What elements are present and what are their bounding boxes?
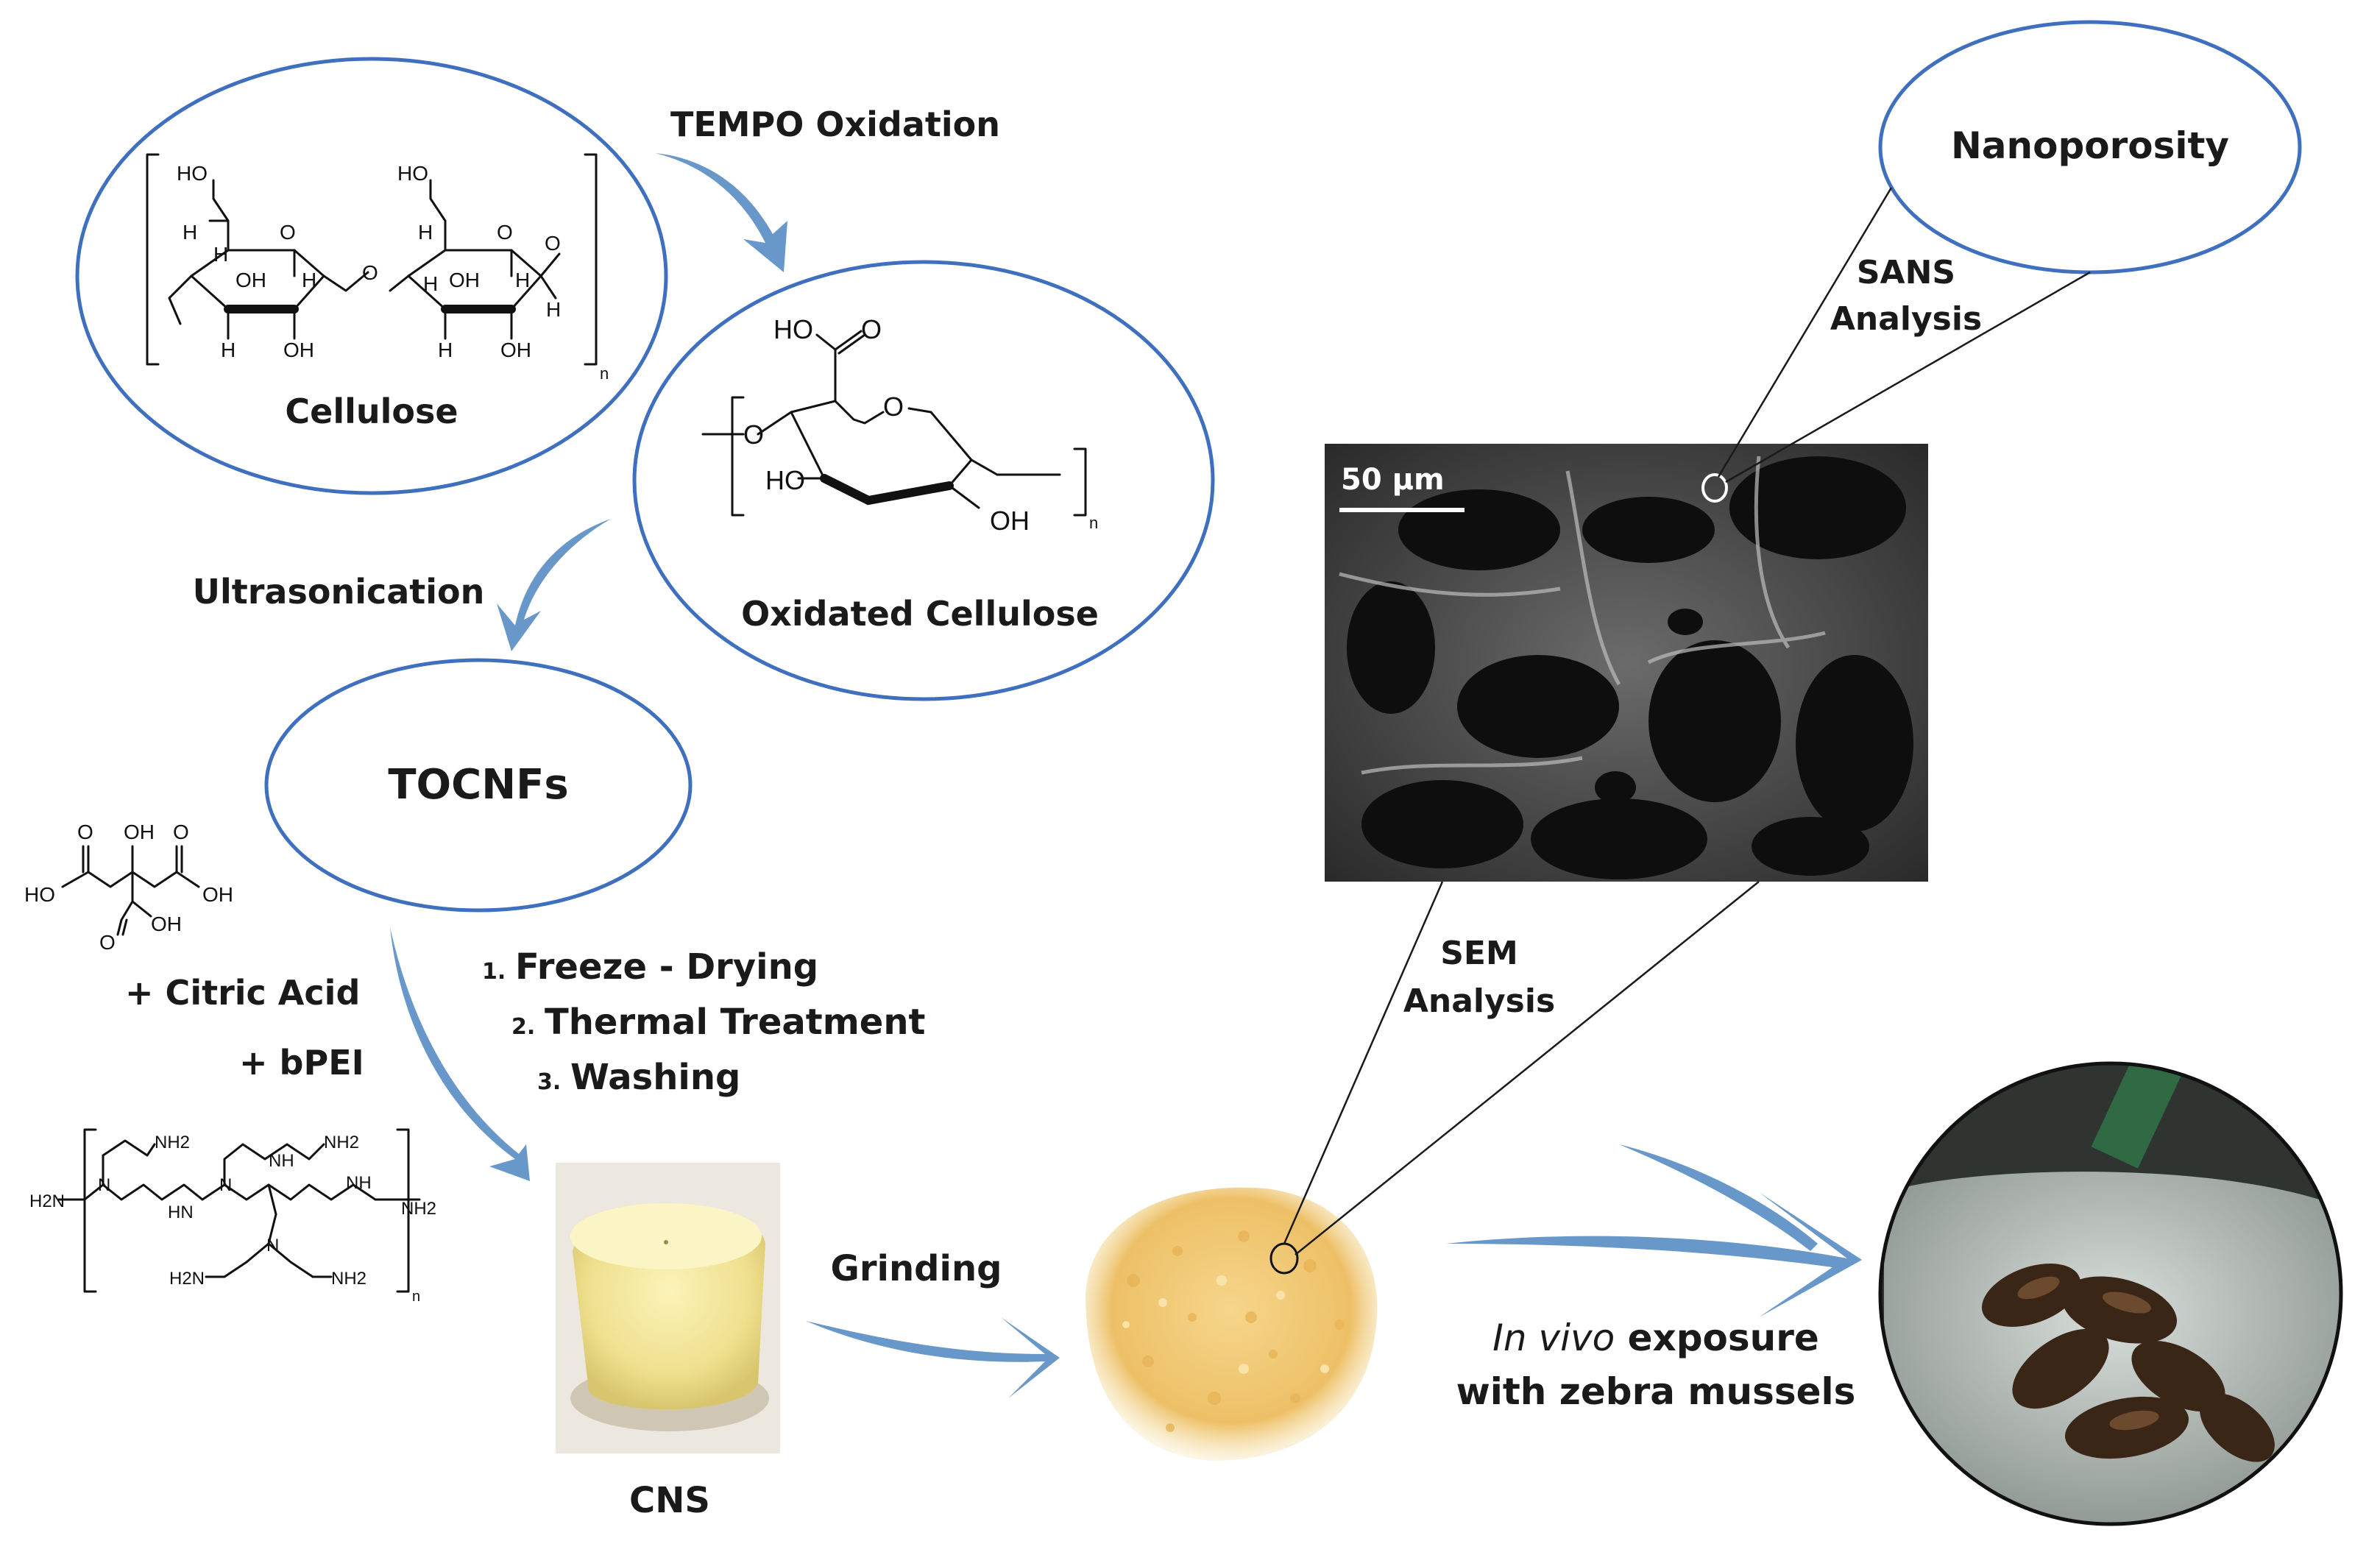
sem-zoom-marker (1701, 473, 1728, 503)
step1-label: Freeze - Drying (515, 946, 818, 988)
nh-label: NH (346, 1173, 372, 1193)
n-subscript: n (1089, 514, 1098, 532)
step1-number: 1. (482, 959, 506, 985)
connector-lines (1283, 187, 2091, 1255)
nh2-label: NH2 (155, 1133, 190, 1152)
oxidated-cellulose-oval (632, 260, 1215, 701)
step2-label: Thermal Treatment (545, 1002, 925, 1043)
ho-label: HO (397, 162, 428, 185)
cellulose-oval (75, 57, 668, 495)
ho-label: HO (24, 883, 55, 906)
h-label: H (213, 243, 228, 266)
o-label: O (883, 392, 904, 422)
exposure-word: exposure (1615, 1317, 1819, 1359)
hn-label: HN (168, 1202, 194, 1222)
o-label: O (497, 221, 513, 244)
sem-analysis-line1: SEM (1440, 935, 1518, 972)
cns-sponge-photo (556, 1163, 780, 1453)
tempo-arrow (655, 153, 787, 272)
oxidated-cellulose-structure: HO O O O HO OH n (701, 314, 1098, 536)
step2-number: 2. (511, 1014, 535, 1040)
oxidated-cellulose-label: Oxidated Cellulose (741, 594, 1099, 634)
step3-label: Washing (570, 1057, 740, 1098)
h-label: H (183, 221, 197, 244)
step3-number: 3. (537, 1069, 561, 1095)
ho-label: HO (773, 314, 813, 344)
tempo-oxidation-label: TEMPO Oxidation (670, 104, 1000, 144)
sem-analysis-line2: Analysis (1403, 982, 1555, 1020)
exposure-arrow (1446, 1144, 1862, 1317)
nanoporosity-label: Nanoporosity (1951, 124, 2229, 167)
citric-acid-label: + Citric Acid (125, 973, 360, 1013)
ultrasonication-arrow (497, 519, 611, 651)
bpei-structure: H2N N NH2 HN N NH NH2 NH NH2 N H2N NH2 n (29, 1128, 436, 1305)
nh2-label: NH2 (331, 1269, 366, 1289)
tocnfs-oval (264, 658, 693, 913)
n-subscript: n (412, 1289, 420, 1305)
oh-label: OH (151, 913, 182, 935)
o-label: O (362, 261, 378, 284)
in-vivo-italic: In vivo (1492, 1317, 1615, 1359)
nh2-label: NH2 (324, 1133, 359, 1152)
oh-label: OH (283, 339, 314, 361)
oh-label: OH (449, 269, 480, 291)
n-subscript: n (600, 364, 609, 383)
o-label: O (173, 821, 189, 843)
grinding-label: Grinding (830, 1248, 1002, 1289)
oh-label: OH (990, 506, 1030, 536)
oh-label: OH (124, 821, 155, 843)
nh2-label: NH2 (401, 1199, 436, 1219)
o-label: O (99, 931, 116, 954)
bpei-label: + bPEI (239, 1043, 364, 1083)
h-label: H (546, 298, 561, 321)
grinding-arrow (806, 1317, 1060, 1398)
h-label: H (438, 339, 453, 361)
cellulose-structure: HO HO O O O O H H OH H H OH H H OH H H O… (146, 153, 609, 383)
h-label: H (515, 269, 530, 291)
h-label: H (418, 221, 433, 244)
n-atom-label: N (98, 1175, 110, 1195)
nh-label: NH (269, 1151, 294, 1171)
o-label: O (743, 419, 764, 450)
scale-bar-label: 50 μm (1341, 463, 1445, 497)
tocnfs-to-cns-arrow (390, 927, 530, 1181)
n-atom-label: N (266, 1236, 279, 1255)
o-label: O (280, 221, 296, 244)
o-label: O (861, 314, 882, 344)
o-label: O (545, 232, 561, 255)
zebra-mussels-photo (1878, 1061, 2343, 1526)
o-label: O (77, 821, 93, 843)
ho-label: HO (177, 162, 208, 185)
in-vivo-exposure-label: In vivo exposure (1492, 1317, 1819, 1359)
oh-label: OH (202, 883, 233, 906)
sans-analysis-line2: Analysis (1830, 300, 1982, 338)
h2n-label: H2N (29, 1191, 65, 1211)
cellulose-label: Cellulose (285, 392, 458, 431)
scale-bar (1339, 508, 1465, 512)
ho-label: HO (765, 465, 805, 495)
powder-photo (1085, 1187, 1378, 1461)
oh-label: OH (235, 269, 266, 291)
h-label: H (221, 339, 235, 361)
tocnfs-label: TOCNFs (388, 761, 568, 809)
h-label: H (302, 269, 316, 291)
citric-acid-structure: HO O OH O OH O OH (24, 821, 233, 954)
n-atom-label: N (219, 1175, 232, 1195)
h-label: H (423, 272, 438, 295)
sem-image: 50 μm (1325, 444, 1928, 882)
h2n-label: H2N (169, 1269, 205, 1289)
ultrasonication-label: Ultrasonication (193, 572, 485, 612)
cns-label: CNS (629, 1480, 710, 1521)
zebra-mussels-label: with zebra mussels (1456, 1370, 1856, 1413)
sans-analysis-line1: SANS (1857, 254, 1955, 291)
oh-label: OH (500, 339, 531, 361)
